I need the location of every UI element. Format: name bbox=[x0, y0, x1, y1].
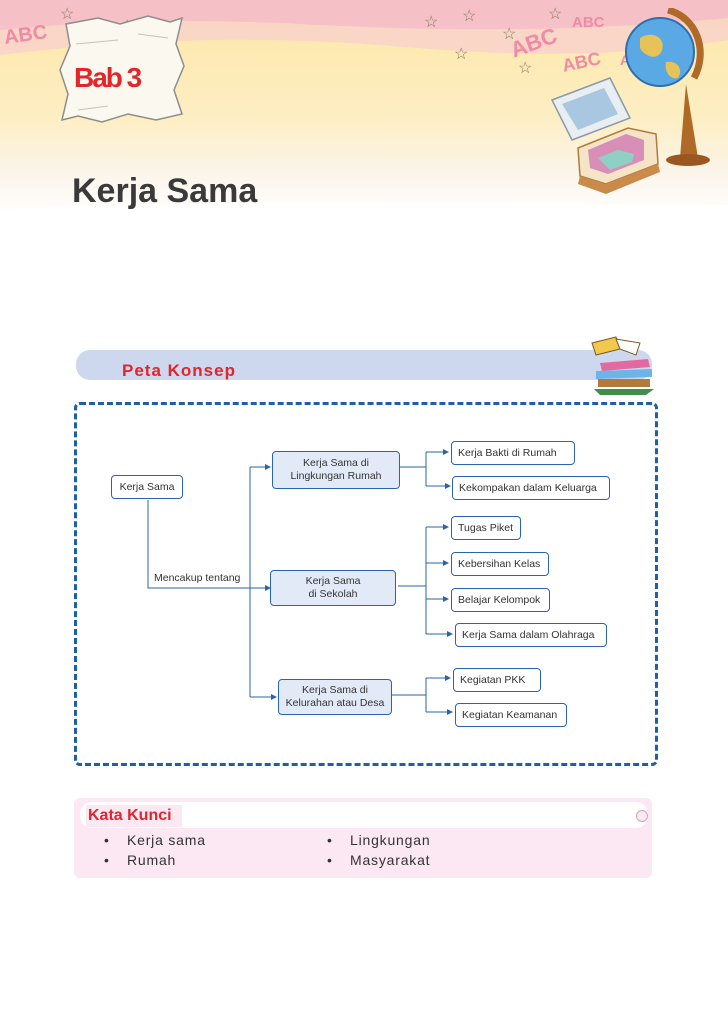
concept-leaf-node: Tugas Piket bbox=[451, 516, 521, 540]
concept-leaf-node: Kebersihan Kelas bbox=[451, 552, 549, 576]
star-icon: ☆ bbox=[548, 6, 563, 23]
concept-leaf-node: Kegiatan Keamanan bbox=[455, 703, 567, 727]
leaf-label: Kerja Bakti di Rumah bbox=[458, 447, 557, 459]
leaf-label: Belajar Kelompok bbox=[458, 594, 541, 606]
bullet: • bbox=[104, 852, 110, 868]
bullet: • bbox=[327, 832, 333, 848]
books-stack-icon bbox=[591, 336, 654, 395]
branch-label-line1: Kerja Sama di bbox=[303, 457, 369, 469]
header-decoration bbox=[0, 0, 728, 215]
branch-label-line1: Kerja Sama bbox=[305, 575, 361, 587]
section-header-bar bbox=[76, 350, 652, 380]
leaf-label: Kegiatan PKK bbox=[460, 674, 526, 686]
star-icon: ☆ bbox=[502, 26, 517, 43]
keyword-item: Rumah bbox=[127, 852, 177, 868]
concept-branch-node: Kerja Sama di Sekolah bbox=[270, 570, 396, 606]
concept-leaf-node: Belajar Kelompok bbox=[451, 588, 550, 612]
leaf-label: Tugas Piket bbox=[458, 522, 514, 534]
branch-label-line2: Kelurahan atau Desa bbox=[285, 697, 385, 709]
keyword-item: Masyarakat bbox=[350, 852, 431, 868]
concept-root-node: Kerja Sama bbox=[111, 475, 183, 499]
leaf-label: Kerja Sama dalam Olahraga bbox=[462, 629, 595, 641]
bullet: • bbox=[327, 852, 333, 868]
concept-map-frame bbox=[74, 402, 658, 766]
leaf-label: Kebersihan Kelas bbox=[458, 558, 541, 570]
section-title: Peta Konsep bbox=[122, 361, 236, 380]
concept-branch-node: Kerja Sama di Kelurahan atau Desa bbox=[278, 679, 392, 715]
concept-leaf-node: Kerja Bakti di Rumah bbox=[451, 441, 575, 465]
concept-leaf-node: Kekompakan dalam Keluarga bbox=[452, 476, 610, 500]
keywords-title: Kata Kunci bbox=[86, 805, 182, 827]
branch-label-line2: Lingkungan Rumah bbox=[290, 470, 382, 482]
star-icon: ☆ bbox=[424, 14, 439, 31]
chapter-title: Kerja Sama bbox=[72, 172, 258, 210]
globe-and-books-illustration bbox=[550, 8, 710, 194]
chapter-tag-paper bbox=[59, 15, 185, 123]
star-icon: ☆ bbox=[518, 60, 533, 77]
keyword-item: Kerja sama bbox=[127, 832, 206, 848]
chapter-number-label: Bab 3 bbox=[74, 62, 142, 93]
star-icon: ☆ bbox=[60, 6, 75, 23]
circle-dot-icon bbox=[636, 810, 648, 822]
concept-leaf-node: Kerja Sama dalam Olahraga bbox=[455, 623, 607, 647]
star-icon: ☆ bbox=[462, 8, 477, 25]
concept-branch-node: Kerja Sama di Lingkungan Rumah bbox=[272, 451, 400, 489]
concept-leaf-node: Kegiatan PKK bbox=[453, 668, 541, 692]
star-icon: ☆ bbox=[454, 46, 469, 63]
branch-label-line1: Kerja Sama di bbox=[302, 684, 368, 696]
branch-label-line2: di Sekolah bbox=[308, 588, 358, 600]
concept-root-label: Kerja Sama bbox=[119, 481, 175, 493]
abc-decor-text: ABC bbox=[572, 14, 605, 31]
connector-label: Mencakup tentang bbox=[154, 572, 241, 584]
leaf-label: Kekompakan dalam Keluarga bbox=[459, 482, 597, 494]
leaf-label: Kegiatan Keamanan bbox=[462, 709, 558, 721]
bullet: • bbox=[104, 832, 110, 848]
keyword-item: Lingkungan bbox=[350, 832, 431, 848]
